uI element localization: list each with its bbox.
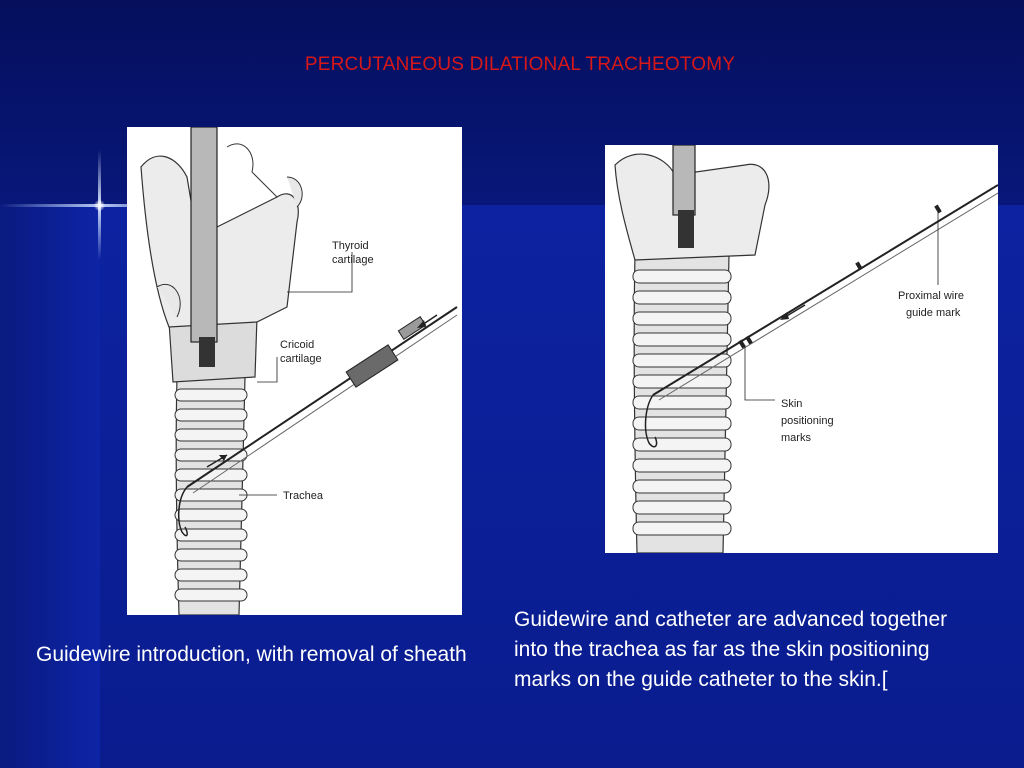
figure-guidewire-introduction: Thyroid cartilage Cricoid cartilage Trac…	[127, 127, 462, 615]
label-skin-line1: Skin	[781, 398, 802, 410]
label-thyroid-line1: Thyroid	[332, 240, 369, 252]
trachea-illustration-left: Thyroid cartilage Cricoid cartilage Trac…	[140, 127, 458, 615]
label-cricoid-line1: Cricoid	[280, 339, 314, 351]
label-skin-line3: marks	[781, 432, 811, 444]
label-cricoid-line2: cartilage	[280, 353, 322, 365]
caption-left: Guidewire introduction, with removal of …	[36, 643, 467, 666]
trachea-illustration-right: Proximal wire guide mark Skin positionin…	[614, 145, 998, 553]
slide-title: PERCUTANEOUS DILATIONAL TRACHEOTOMY	[304, 54, 736, 75]
caption-right: Guidewire and catheter are advanced toge…	[514, 608, 948, 691]
label-thyroid-line2: cartilage	[332, 254, 374, 266]
label-proximal-line2: guide mark	[906, 307, 961, 319]
sparkle-center	[94, 200, 105, 211]
label-skin-line2: positioning	[781, 415, 834, 427]
figure-guidewire-catheter-advance: Proximal wire guide mark Skin positionin…	[605, 145, 998, 553]
background-left-strip	[0, 205, 100, 768]
label-proximal-line1: Proximal wire	[898, 290, 964, 302]
label-trachea: Trachea	[283, 490, 324, 502]
